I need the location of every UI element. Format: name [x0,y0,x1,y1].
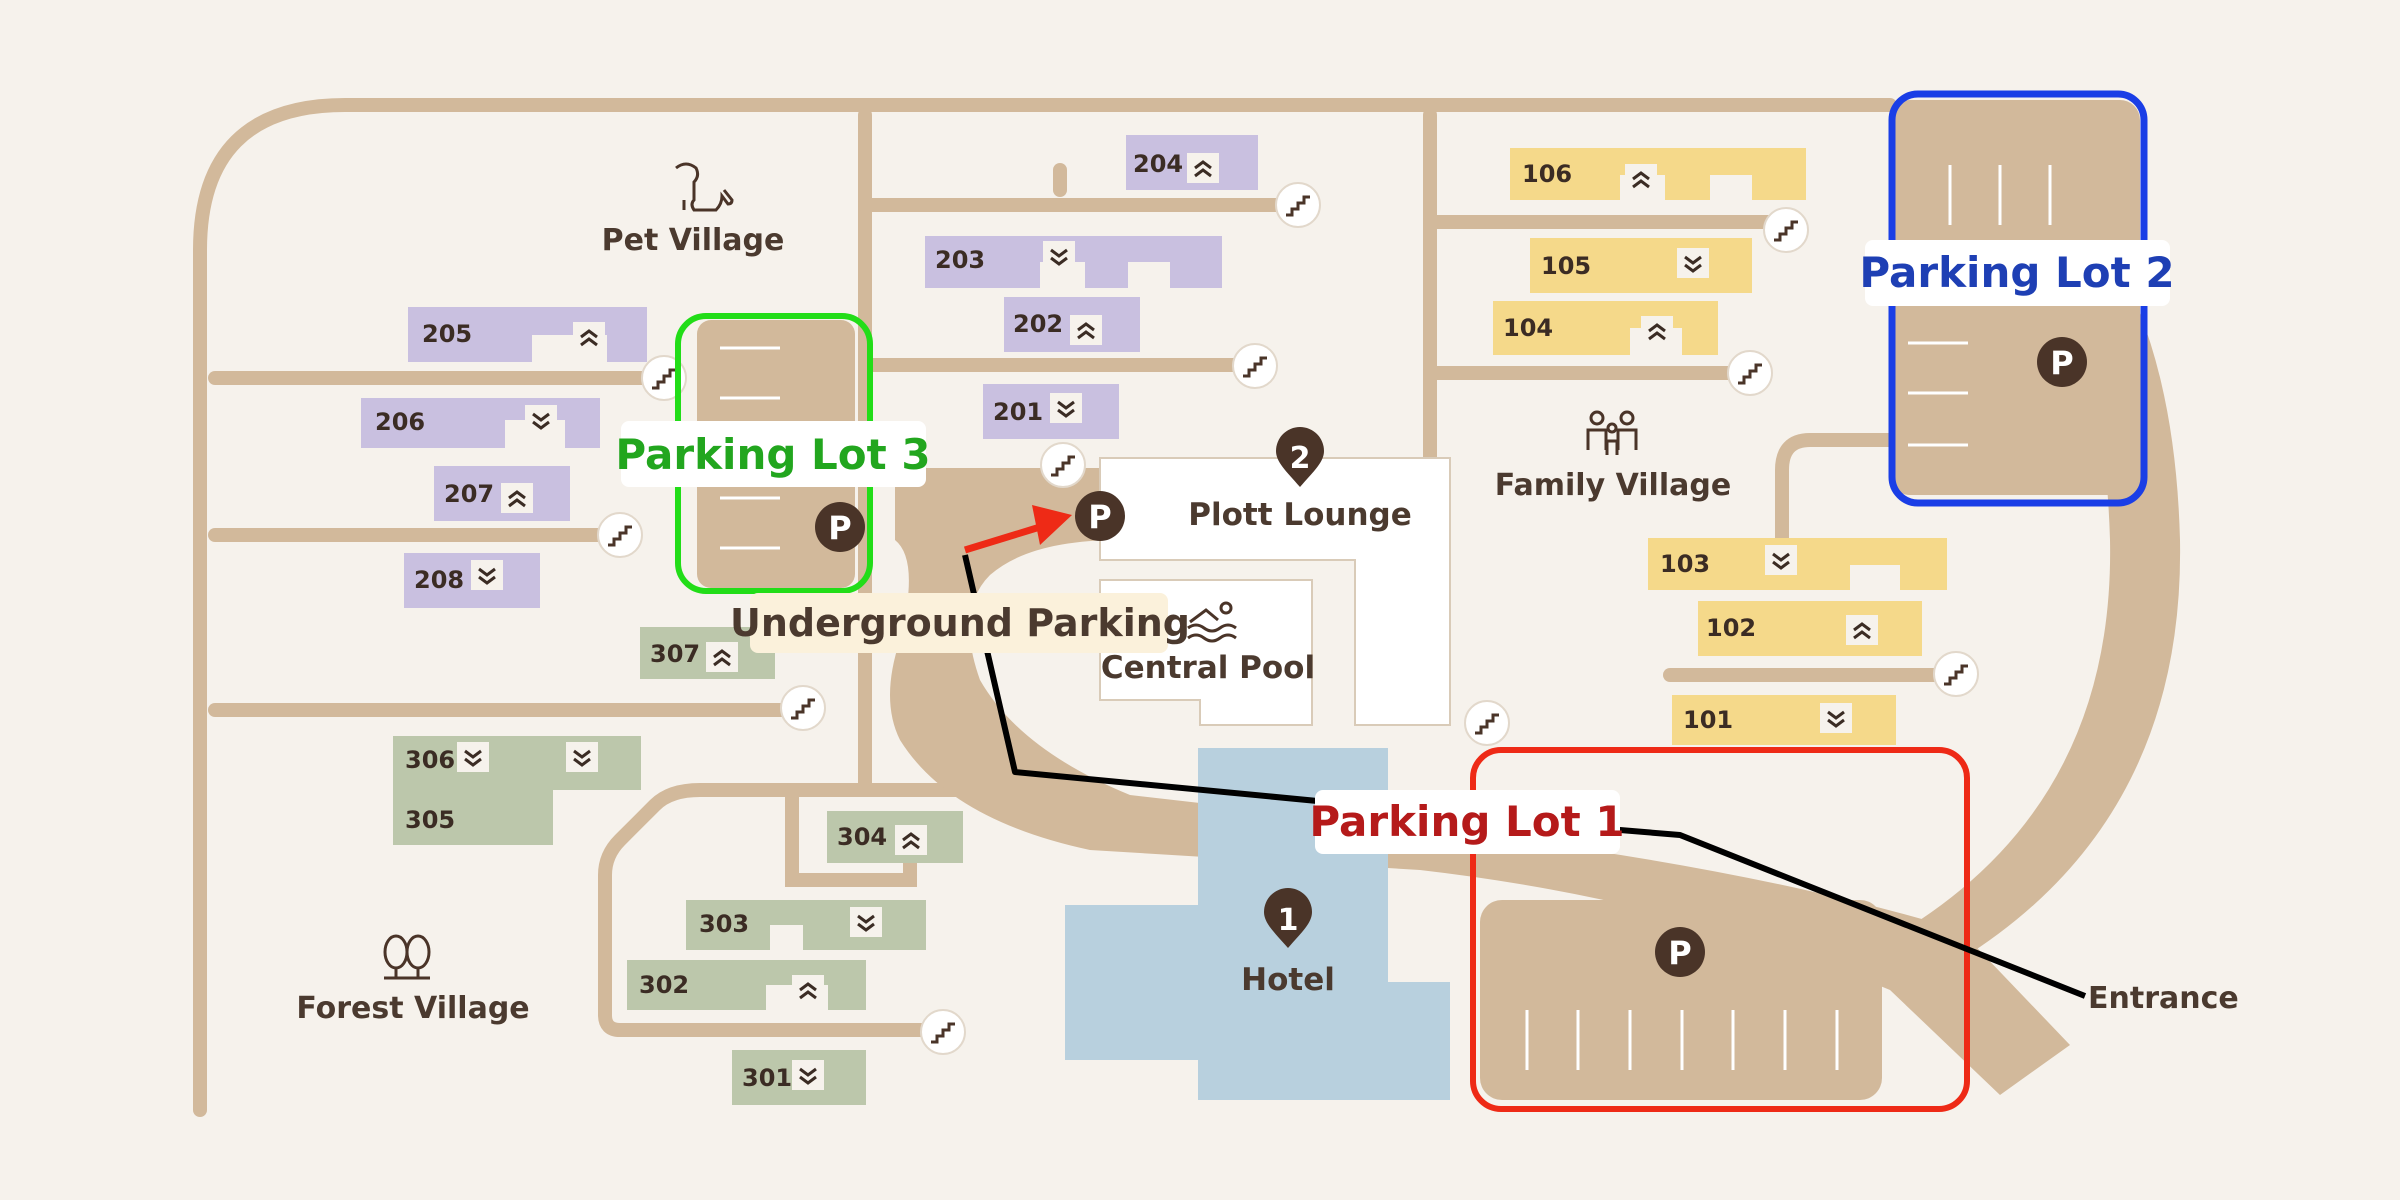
chevron-down-icon [1818,701,1854,735]
room-207-label: 207 [444,480,494,508]
plott-lounge-building [1099,457,1451,726]
room-101-label: 101 [1683,706,1733,734]
stairs-icon [1463,699,1511,747]
parking-lot-2-stalls [1908,165,2052,447]
room-106-label: 106 [1522,160,1572,188]
parking-lot-2-label: Parking Lot 2 [1859,248,2174,297]
parking-icon [1655,927,1705,977]
room-201-label: 201 [993,398,1043,426]
room-105-label: 105 [1541,252,1591,280]
parking-lot-1-outline [1470,747,1970,1112]
room-202-label: 202 [1013,310,1063,338]
room-303-label: 303 [699,910,749,938]
stairs-icon [1274,181,1322,229]
parking-lot-1-callout: Parking Lot 1 [1309,790,1625,854]
chevron-down-icon [848,905,884,939]
parking-lot-3-label: Parking Lot 3 [615,430,930,479]
chevron-down-icon [469,558,505,592]
parking-icon [1075,491,1125,541]
plott-lounge-pin: 2 [1276,427,1324,487]
forest-village-label: Forest Village [296,991,529,1026]
chevron-down-icon [455,740,491,774]
room-307-label: 307 [650,640,700,668]
chevron-up-icon [1068,313,1104,347]
family-icon [1586,410,1638,455]
stairs-icon [1762,206,1810,254]
route-arrow [963,523,1042,554]
underground-parking-callout: Underground Parking [730,593,1190,653]
parking-lot-2-callout: Parking Lot 2 [1859,240,2175,306]
pet-village-label: Pet Village [602,223,785,258]
stairs-icon [1726,349,1774,397]
room-306-label: 306 [405,746,455,774]
chevron-down-icon [1041,239,1077,273]
family-village-label: Family Village [1495,468,1731,503]
chevron-up-icon [1639,314,1675,348]
arrow-head [1032,505,1072,545]
parking-lot-1-surface [1480,900,1882,1100]
plott-lounge-marker-number: 2 [1290,441,1311,476]
stairs-icon [1231,342,1279,390]
plott-lounge-label: Plott Lounge [1188,497,1411,533]
room-305-label: 305 [405,806,455,834]
dog-icon [675,162,734,212]
parking-icon [815,502,865,552]
parking-icon [2037,337,2087,387]
tree-icon [383,934,431,980]
room-302-label: 302 [639,971,689,999]
chevron-up-icon [1185,151,1221,185]
room-numbers: 204 203 202 201 205 206 207 208 106 105 … [375,150,1756,1092]
chevron-up-icon [1844,613,1880,647]
pool-icon [1187,601,1237,643]
underground-parking-label: Underground Parking [730,601,1190,645]
room-205-label: 205 [422,320,472,348]
chevron-up-icon [893,823,929,857]
stairs-icon [779,684,827,732]
chevron-up-icon [571,320,607,354]
stairs-icon [1932,650,1980,698]
chevron-down-icon [790,1058,826,1092]
room-206-label: 206 [375,408,425,436]
chevron-up-icon [1623,162,1659,196]
room-304-label: 304 [837,823,887,851]
stairs-icon [919,1008,967,1056]
chevron-up-icon [499,481,535,515]
stairs-icon [596,511,644,559]
hotel-label: Hotel [1241,962,1335,998]
chevron-down-icon [523,403,559,437]
room-204-label: 204 [1133,150,1183,178]
room-203-label: 203 [935,246,985,274]
room-301-label: 301 [742,1064,792,1092]
hotel-marker-number: 1 [1278,903,1299,938]
parking-lot-3-callout: Parking Lot 3 [615,421,931,487]
central-pool-label: Central Pool [1101,650,1315,686]
chevron-down-icon [1048,391,1084,425]
chevron-up-icon [704,640,740,674]
chevron-down-icon [1763,543,1799,577]
room-103-label: 103 [1660,550,1710,578]
chevron-down-icon [564,740,600,774]
chevron-down-icon [1675,246,1711,280]
hotel-pin: 1 [1264,888,1312,948]
stairs-icon [1039,441,1087,489]
yellow-rooms [1493,148,1947,745]
parking-lot-1-label: Parking Lot 1 [1309,797,1624,846]
chevron-up-icon [790,973,826,1007]
parking-lot-1-stalls [1525,1010,1839,1070]
room-104-label: 104 [1503,314,1553,342]
room-208-label: 208 [414,566,464,594]
room-102-label: 102 [1706,614,1756,642]
entrance-label: Entrance [2088,981,2239,1016]
road-network [193,98,1962,1117]
